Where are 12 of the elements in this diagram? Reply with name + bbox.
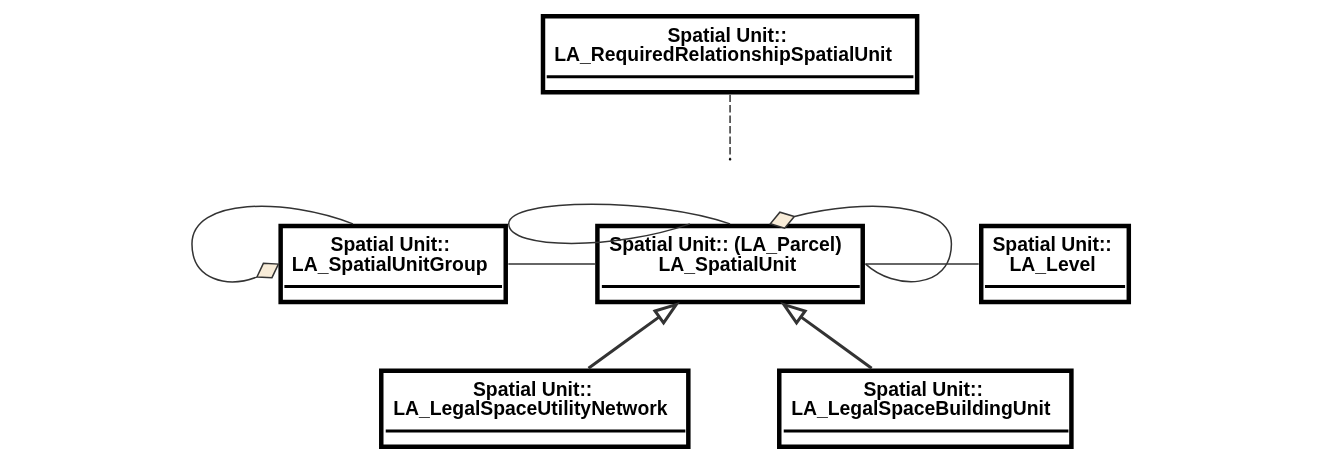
arrow (779, 302, 872, 370)
connector (768, 205, 952, 283)
node-box: Spatial Unit:: (LA_Parcel) LA_SpatialUnit (594, 223, 865, 305)
node-box: Spatial Unit:: LA_Level (978, 223, 1131, 305)
node-box: Spatial Unit:: LA_LegalSpaceUtilityNetwork (378, 368, 691, 449)
connector (190, 205, 354, 283)
arrow (587, 302, 680, 370)
node-box: Spatial Unit:: LA_SpatialUnitGroup (277, 223, 508, 305)
node-box: Spatial Unit:: LA_RequiredRelationshipSpatialUnit (540, 14, 919, 95)
node-box: Spatial Unit:: LA_LegalSpaceBuildingUnit (776, 368, 1074, 449)
connector (507, 263, 596, 265)
connector (864, 263, 979, 265)
